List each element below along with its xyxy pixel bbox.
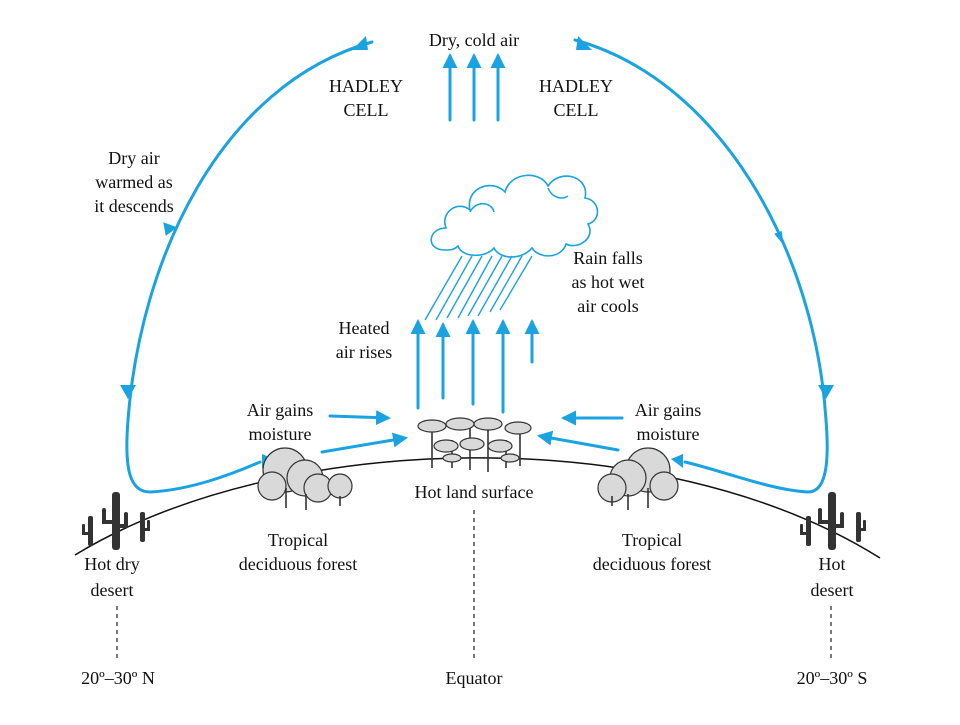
label-hadley-left-line1: HADLEY bbox=[329, 76, 403, 96]
label-hadley-left-line2: CELL bbox=[344, 100, 389, 120]
label-desert-left-line2: desert bbox=[91, 580, 134, 600]
left-hadley-loop bbox=[120, 36, 374, 494]
label-rises-line1: Heated bbox=[339, 318, 390, 338]
cloud-icon bbox=[430, 174, 599, 258]
arrowhead-left-mid bbox=[163, 222, 178, 236]
label-rain-line2: as hot wet bbox=[572, 272, 645, 292]
right-circulation-path bbox=[573, 38, 829, 494]
rainforest-tree-icon bbox=[417, 417, 532, 472]
top-updraft-arrows bbox=[442, 53, 506, 122]
inflow-arrows-right bbox=[537, 410, 624, 452]
label-moisture-left-line1: Air gains bbox=[247, 400, 314, 420]
label-desert-left-line1: Hot dry bbox=[84, 554, 140, 574]
label-latitude-north: 20º–30º N bbox=[81, 668, 155, 688]
label-forest-right-line2: deciduous forest bbox=[593, 554, 711, 574]
label-desert-right-line2: desert bbox=[811, 580, 854, 600]
rain-icon bbox=[424, 255, 533, 321]
label-rises-line2: air rises bbox=[336, 342, 392, 362]
cactus-icon bbox=[800, 492, 866, 550]
label-desert-right-line1: Hot bbox=[819, 554, 846, 574]
label-moisture-right-line1: Air gains bbox=[635, 400, 702, 420]
label-hadley-right-line2: CELL bbox=[554, 100, 599, 120]
label-forest-left-line1: Tropical bbox=[268, 530, 328, 550]
arrowhead-right-return bbox=[671, 454, 683, 468]
arrowhead-right-top bbox=[576, 36, 592, 50]
label-hadley-right-line1: HADLEY bbox=[539, 76, 613, 96]
label-rain-line3: air cools bbox=[577, 296, 638, 316]
earth-surface-line bbox=[74, 457, 881, 559]
label-forest-left-line2: deciduous forest bbox=[239, 554, 357, 574]
label-descend-line1: Dry air bbox=[108, 148, 159, 168]
rising-air-arrows bbox=[410, 319, 540, 414]
arrowhead-left-top bbox=[352, 36, 368, 50]
arrowhead-right-mid bbox=[774, 230, 784, 246]
label-latitude-south: 20º–30º S bbox=[797, 668, 868, 688]
label-forest-right-line1: Tropical bbox=[622, 530, 682, 550]
label-moisture-left-line2: moisture bbox=[249, 424, 312, 444]
tropical-tree-icon bbox=[597, 447, 679, 510]
label-moisture-right-line2: moisture bbox=[637, 424, 700, 444]
label-rain-line1: Rain falls bbox=[573, 248, 643, 268]
inflow-arrows-left bbox=[320, 410, 408, 454]
left-circulation-path bbox=[125, 40, 374, 494]
label-hot-land-surface: Hot land surface bbox=[415, 482, 534, 502]
label-descend-line3: it descends bbox=[94, 196, 173, 216]
cactus-icon bbox=[82, 492, 150, 550]
label-equator: Equator bbox=[446, 668, 503, 688]
arrowhead-right-bottom bbox=[818, 385, 834, 399]
label-dry-cold-air: Dry, cold air bbox=[429, 30, 519, 50]
right-hadley-loop bbox=[573, 36, 834, 494]
tropical-tree-icon bbox=[257, 447, 353, 510]
label-descend-line2: warmed as bbox=[95, 172, 172, 192]
arrowhead-left-bottom bbox=[120, 385, 136, 399]
